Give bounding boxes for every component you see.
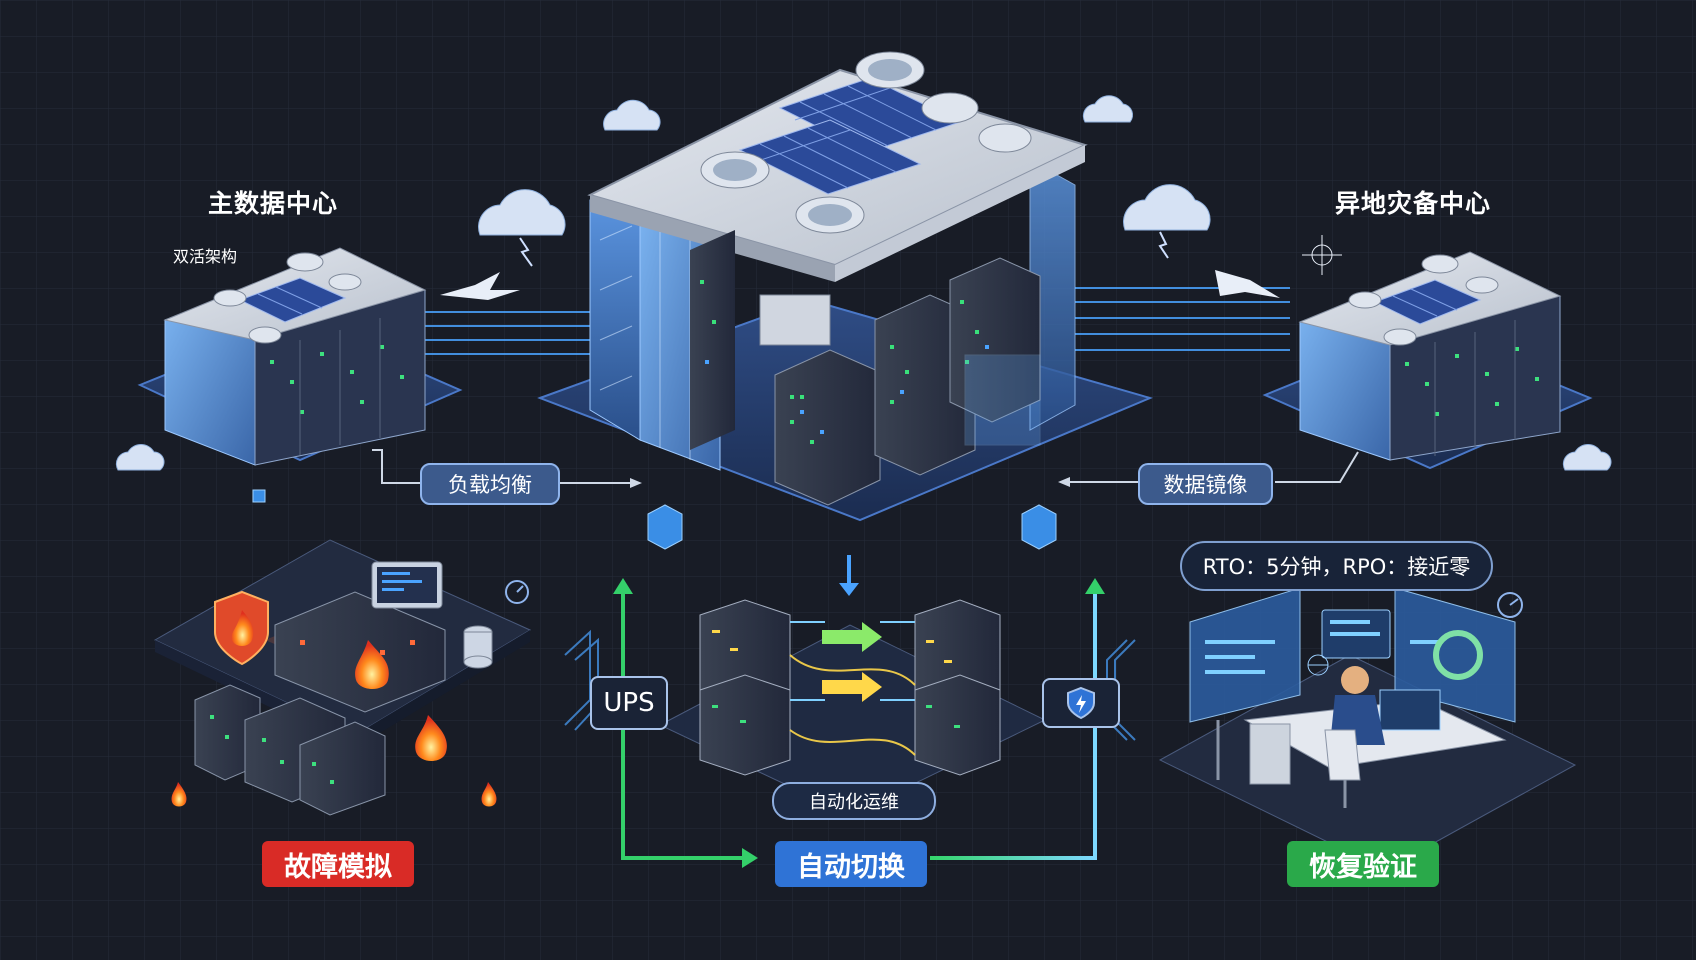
rto-rpo-badge: RTO：5分钟，RPO：接近零 xyxy=(1180,541,1493,591)
shield-icon xyxy=(1064,686,1098,720)
ups-box: UPS xyxy=(590,676,668,730)
recovery-verify-tag: 恢复验证 xyxy=(1287,841,1439,887)
primary-center-title: 主数据中心 xyxy=(208,184,338,220)
auto-ops-label: 自动化运维 xyxy=(772,782,936,820)
fault-simulation-tag: 故障模拟 xyxy=(262,841,414,887)
auto-switch-tag: 自动切换 xyxy=(775,841,927,887)
data-mirror-label: 数据镜像 xyxy=(1138,463,1273,505)
active-active-label: 双活架构 xyxy=(173,243,237,267)
backup-center-title: 异地灾备中心 xyxy=(1335,184,1491,220)
security-shield-box xyxy=(1042,678,1120,728)
load-balance-label: 负载均衡 xyxy=(420,463,560,505)
